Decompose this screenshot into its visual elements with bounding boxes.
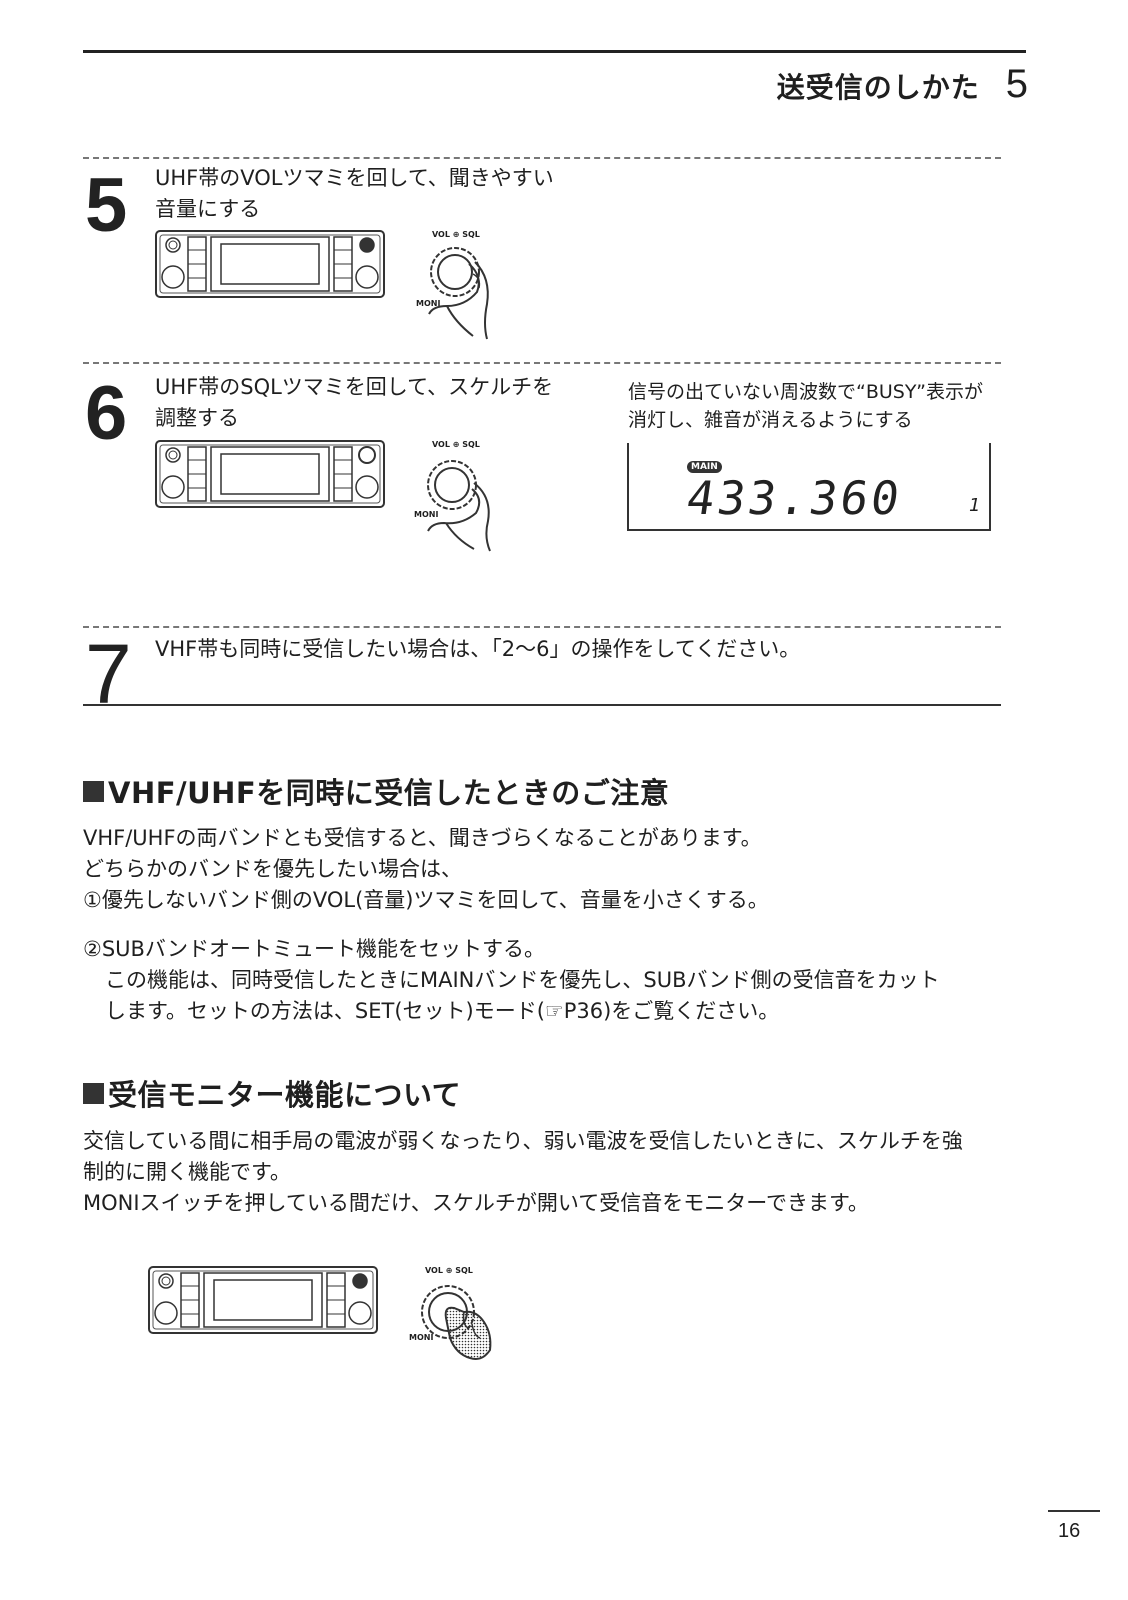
step-number: 7 xyxy=(85,627,132,721)
step-text-line: 調整する xyxy=(155,406,239,430)
knob-label-moni: MONI xyxy=(416,299,441,308)
step-number: 5 xyxy=(85,163,128,248)
paragraph-line: 交信している間に相手局の電波が弱くなったり、弱い電波を受信したいときに、スケルチ… xyxy=(83,1129,963,1153)
paragraph-line: VHF/UHFの両バンドとも受信すると、聞きづらくなることがあります。 xyxy=(83,826,762,850)
knob-with-hand-illustration xyxy=(427,460,491,552)
step-instruction: VHF帯も同時に受信したい場合は、「2〜6」の操作をしてください。 xyxy=(155,637,801,661)
step-note-line: 消灯し、雑音が消えるようにする xyxy=(628,409,913,431)
paragraph-line: します。セットの方法は、SET(セット)モード(☞P36)をご覧ください。 xyxy=(105,999,780,1023)
step-note: 信号の出ていない周波数で“BUSY”表示が 消灯し、雑音が消えるようにする xyxy=(628,378,983,434)
section-heading-text: 受信モニター機能について xyxy=(108,1078,462,1112)
frequency-readout: 433.360 xyxy=(683,471,906,525)
lcd-display: MAIN 433.360 1 xyxy=(627,443,991,531)
channel-indicator: 1 xyxy=(969,495,981,516)
paragraph: 交信している間に相手局の電波が弱くなったり、弱い電波を受信したいときに、スケルチ… xyxy=(83,1126,963,1219)
knob-with-hand-illustration xyxy=(428,247,489,340)
header-rule xyxy=(83,50,1026,53)
knob-press-hand-illustration xyxy=(421,1285,492,1360)
divider-solid xyxy=(83,704,1001,706)
radio-front-panel-illustration xyxy=(148,1266,378,1334)
paragraph-line: どちらかのバンドを優先したい場合は、 xyxy=(83,857,463,881)
knob-label-vol-sql: VOL ⊕ SQL xyxy=(432,230,480,239)
section-heading-text: VHF/UHFを同時に受信したときのご注意 xyxy=(108,776,670,810)
paragraph-line: ②SUBバンドオートミュート機能をセットする。 xyxy=(83,937,545,961)
radio-front-panel-illustration xyxy=(155,230,385,298)
square-bullet-icon xyxy=(83,1082,104,1104)
knob-label-vol-sql: VOL ⊕ SQL xyxy=(425,1266,473,1275)
step-text-line: UHF帯のSQLツマミを回して、スケルチを xyxy=(155,375,554,399)
step-text-line: UHF帯のVOLツマミを回して、聞きやすい xyxy=(155,166,554,190)
chapter-title: 送受信のしかた xyxy=(776,71,980,104)
step-instruction: UHF帯のSQLツマミを回して、スケルチを 調整する xyxy=(155,372,553,434)
section-heading: 受信モニター機能について xyxy=(83,1072,461,1114)
square-bullet-icon xyxy=(83,780,104,802)
paragraph-line: ①優先しないバンド側のVOL(音量)ツマミを回して、音量を小さくする。 xyxy=(83,888,769,912)
paragraph: ②SUBバンドオートミュート機能をセットする。 この機能は、同時受信したときにM… xyxy=(83,934,940,1027)
divider-dashed xyxy=(83,626,1001,628)
radio-front-panel-illustration xyxy=(155,440,385,508)
step-note-line: 信号の出ていない周波数で“BUSY”表示が xyxy=(628,381,983,403)
page-number: 16 xyxy=(1058,1520,1081,1542)
step-number: 6 xyxy=(85,371,128,456)
divider-dashed xyxy=(83,157,1001,159)
step-instruction: UHF帯のVOLツマミを回して、聞きやすい 音量にする xyxy=(155,163,554,225)
page-number-rule xyxy=(1048,1510,1100,1512)
paragraph-line: この機能は、同時受信したときにMAINバンドを優先し、SUBバンド側の受信音をカ… xyxy=(105,968,940,992)
paragraph-line: 制的に開く機能です。 xyxy=(83,1160,291,1184)
main-badge: MAIN xyxy=(687,461,722,473)
chapter-header: 送受信のしかた 5 xyxy=(777,62,1028,107)
chapter-number: 5 xyxy=(1005,62,1028,106)
step-text-line: 音量にする xyxy=(155,197,261,221)
paragraph-line: MONIスイッチを押している間だけ、スケルチが開いて受信音をモニターできます。 xyxy=(83,1191,869,1215)
section-heading: VHF/UHFを同時に受信したときのご注意 xyxy=(83,770,669,812)
knob-label-moni: MONI xyxy=(414,510,439,519)
knob-label-moni: MONI xyxy=(409,1333,434,1342)
paragraph: VHF/UHFの両バンドとも受信すると、聞きづらくなることがあります。 どちらか… xyxy=(83,823,769,916)
knob-label-vol-sql: VOL ⊕ SQL xyxy=(432,440,480,449)
divider-dashed xyxy=(83,362,1001,364)
